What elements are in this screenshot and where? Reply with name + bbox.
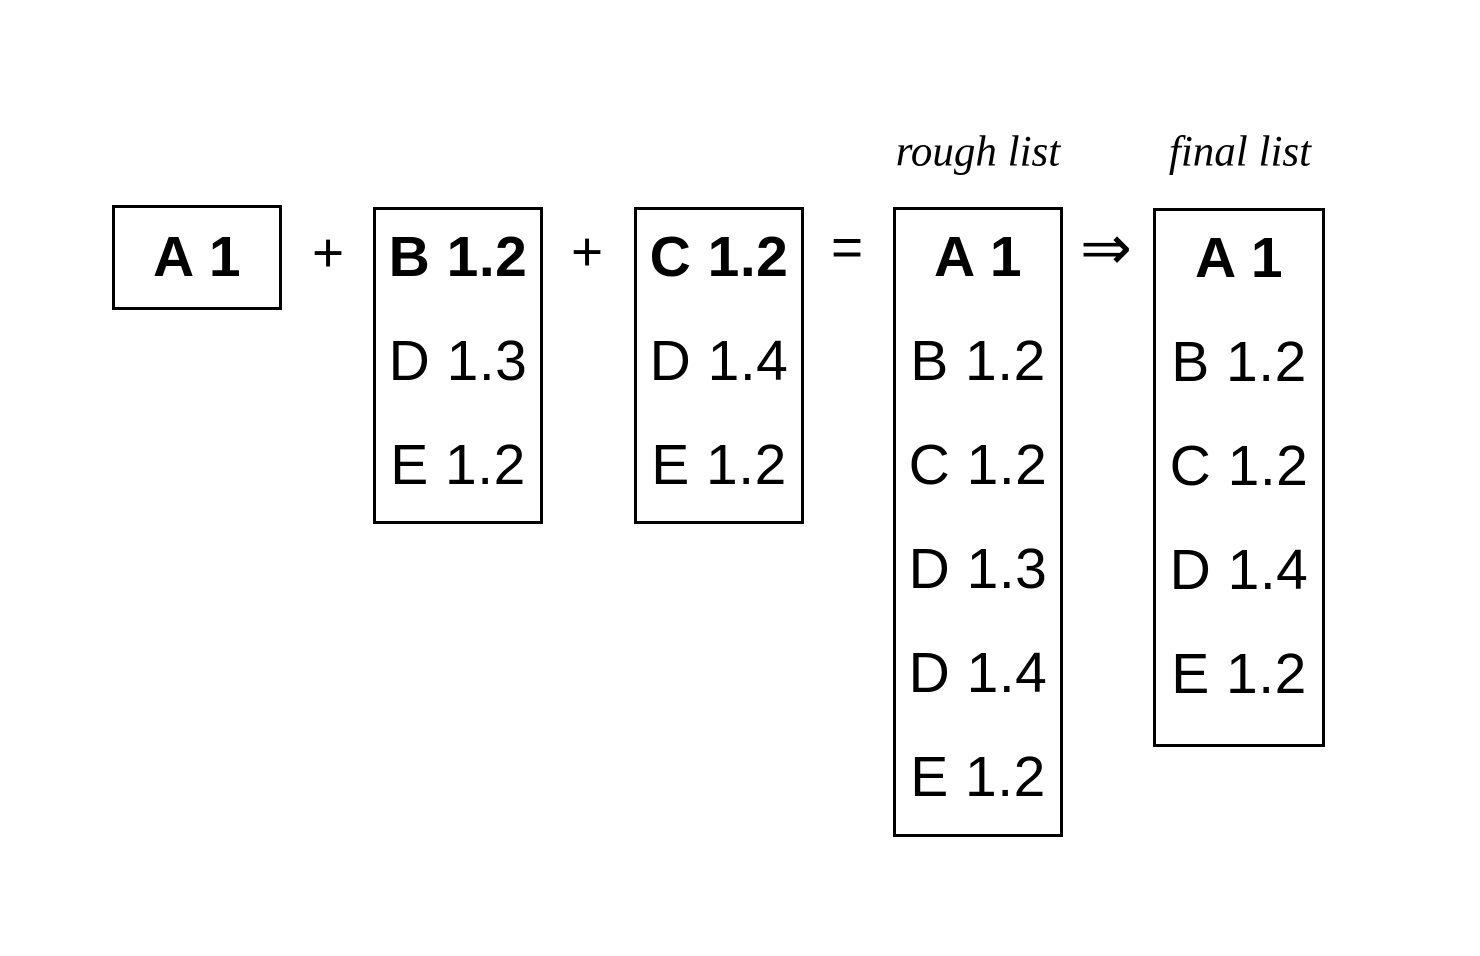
list-item: C 1.2 [1169,433,1309,498]
plus-operator-2: + [570,220,604,283]
list-item: B 1.2 [388,224,528,289]
box-a: A 1 [112,205,282,310]
equals-operator: = [830,215,864,278]
list-item: D 1.4 [649,328,789,393]
list-item: C 1.2 [649,224,789,289]
rough-list-label: rough list [895,128,1061,176]
list-item: D 1.4 [1169,537,1309,602]
list-item: D 1.3 [908,536,1048,601]
list-item: C 1.2 [908,432,1048,497]
rough-list-box: A 1 B 1.2 C 1.2 D 1.3 D 1.4 E 1.2 [893,207,1063,837]
list-item: B 1.2 [910,328,1046,393]
plus-operator-1: + [311,221,345,284]
list-item: B 1.2 [1171,329,1307,394]
box-c: C 1.2 D 1.4 E 1.2 [634,207,804,524]
list-item: A 1 [933,224,1023,289]
list-item: E 1.2 [390,432,526,497]
final-list-label: final list [1168,128,1312,176]
list-item: D 1.3 [388,328,528,393]
final-list-box: A 1 B 1.2 C 1.2 D 1.4 E 1.2 [1153,208,1325,747]
list-item: E 1.2 [1171,641,1307,706]
list-item: A 1 [152,225,242,289]
box-b: B 1.2 D 1.3 E 1.2 [373,207,543,524]
list-item: D 1.4 [908,640,1048,705]
list-item: E 1.2 [651,432,787,497]
list-item: E 1.2 [910,744,1046,809]
implies-arrow-icon: ⇒ [1080,211,1132,284]
list-item: A 1 [1194,225,1284,290]
